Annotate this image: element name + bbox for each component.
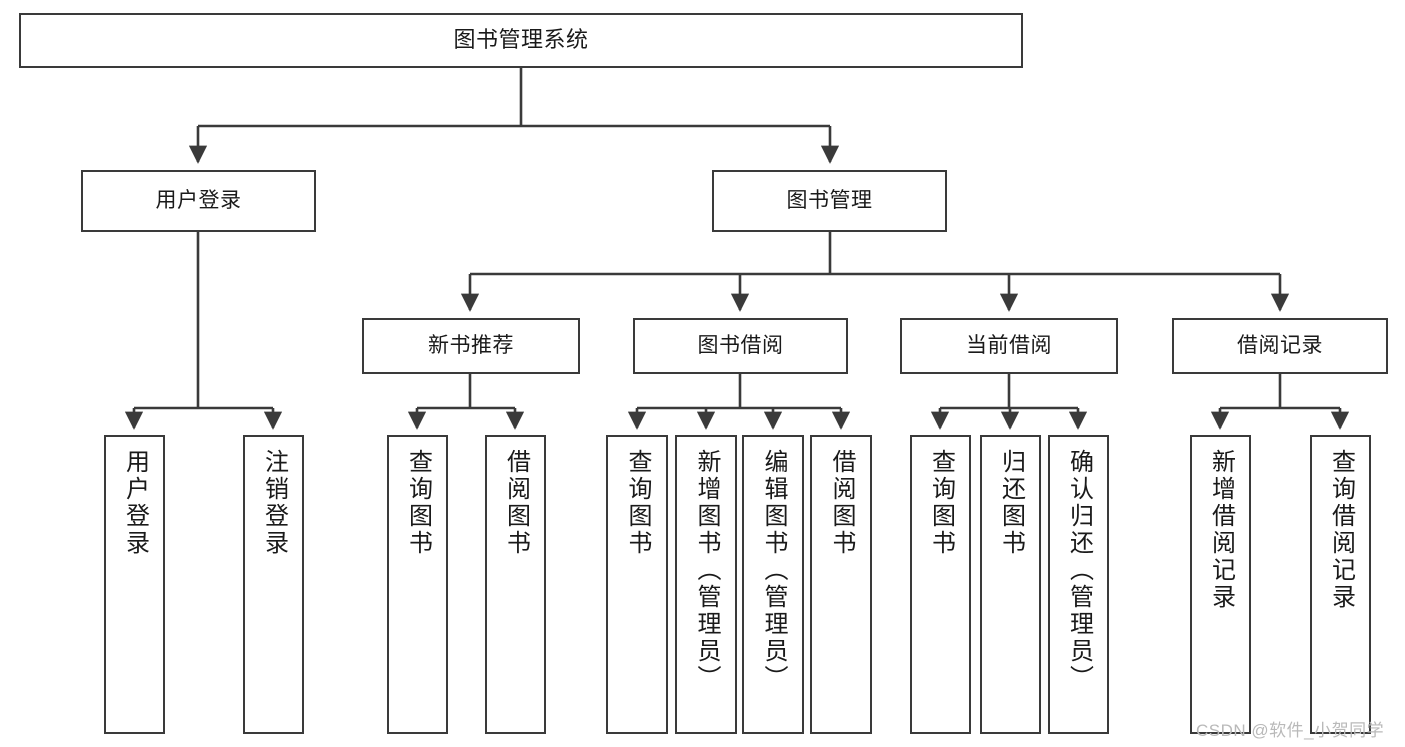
node-label: 新增借阅记录	[1207, 449, 1235, 611]
leaf-confirm-return-admin[interactable]: 确认归还（管理员）	[1048, 435, 1109, 734]
leaf-query-book-borrow[interactable]: 查询图书	[606, 435, 668, 734]
node-level3-current-borrow[interactable]: 当前借阅	[900, 318, 1118, 374]
leaf-borrow-book-recommend[interactable]: 借阅图书	[485, 435, 546, 734]
node-label: 注销登录	[260, 449, 288, 557]
node-label: 查询图书	[404, 449, 432, 557]
node-label: 新书推荐	[428, 334, 514, 358]
node-label: 查询图书	[927, 449, 955, 557]
leaf-add-book-admin[interactable]: 新增图书（管理员）	[675, 435, 737, 734]
node-label: 图书借阅	[697, 334, 784, 358]
watermark: CSDN @软件_小贺同学	[1196, 721, 1385, 740]
node-label: 确认归还（管理员）	[1065, 449, 1093, 692]
node-label: 借阅图书	[828, 449, 855, 557]
node-label: 当前借阅	[966, 334, 1052, 358]
node-label: 图书管理	[786, 189, 873, 213]
leaf-logout[interactable]: 注销登录	[243, 435, 304, 734]
leaf-query-book-current[interactable]: 查询图书	[910, 435, 971, 734]
node-level3-borrow-record[interactable]: 借阅记录	[1172, 318, 1388, 374]
node-level3-book-borrow[interactable]: 图书借阅	[633, 318, 848, 374]
node-level2-book-management[interactable]: 图书管理	[712, 170, 947, 232]
node-root[interactable]: 图书管理系统	[19, 13, 1023, 68]
node-label: 借阅记录	[1237, 334, 1323, 358]
node-label: 归还图书	[997, 449, 1025, 557]
leaf-borrow-book[interactable]: 借阅图书	[810, 435, 872, 734]
node-label: 图书管理系统	[453, 27, 589, 53]
node-label: 查询图书	[624, 449, 651, 557]
leaf-edit-book-admin[interactable]: 编辑图书（管理员）	[742, 435, 804, 734]
node-label: 新增图书（管理员）	[693, 449, 720, 692]
node-level2-user-login[interactable]: 用户登录	[81, 170, 316, 232]
leaf-add-borrow-record[interactable]: 新增借阅记录	[1190, 435, 1251, 734]
leaf-user-login[interactable]: 用户登录	[104, 435, 165, 734]
node-label: 借阅图书	[502, 449, 530, 557]
node-label: 查询借阅记录	[1327, 449, 1355, 611]
leaf-return-book[interactable]: 归还图书	[980, 435, 1041, 734]
node-label: 编辑图书（管理员）	[760, 449, 787, 692]
node-label: 用户登录	[121, 449, 149, 557]
node-label: 用户登录	[155, 189, 242, 213]
leaf-query-book-recommend[interactable]: 查询图书	[387, 435, 448, 734]
node-level3-new-book-recommend[interactable]: 新书推荐	[362, 318, 580, 374]
leaf-query-borrow-record[interactable]: 查询借阅记录	[1310, 435, 1371, 734]
